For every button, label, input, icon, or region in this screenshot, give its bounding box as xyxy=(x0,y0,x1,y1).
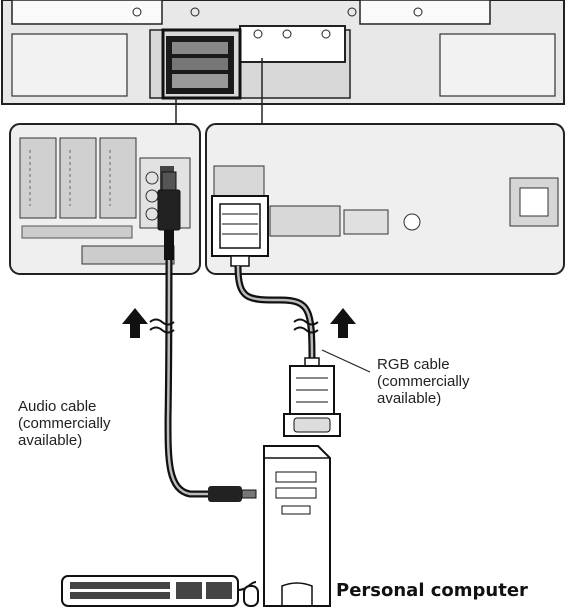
tv-rear-housing xyxy=(1,0,565,105)
keyboard-icon xyxy=(61,575,239,607)
audio-cable xyxy=(164,259,210,498)
audio-cable-line-3: available) xyxy=(18,432,83,449)
audio-cable-line-2: (commercially xyxy=(18,415,111,432)
callout-lines xyxy=(175,58,263,124)
rgb-cable-line-2: (commercially xyxy=(377,373,470,390)
arrow-up-icon xyxy=(122,308,356,338)
vga-connector-pc xyxy=(283,357,341,437)
audio-plug-icon xyxy=(157,171,181,260)
audio-cable-label: Audio cable (commercially available) xyxy=(18,398,111,449)
rgb-callout-line xyxy=(321,349,371,373)
vga-plug-icon xyxy=(211,195,269,267)
cable-break-marks xyxy=(149,318,319,334)
rgb-cable xyxy=(234,265,316,361)
audio-plug-pc xyxy=(208,486,257,502)
rgb-cable-line-1: RGB cable xyxy=(377,356,450,373)
personal-computer-label: Personal computer xyxy=(336,580,528,601)
mouse-icon xyxy=(237,581,259,607)
audio-cable-line-1: Audio cable xyxy=(18,398,97,415)
pc-tower-icon xyxy=(263,445,331,607)
rgb-cable-label: RGB cable (commercially available) xyxy=(377,356,470,407)
right-detail-panel xyxy=(205,123,565,275)
rgb-cable-line-3: available) xyxy=(377,390,442,407)
